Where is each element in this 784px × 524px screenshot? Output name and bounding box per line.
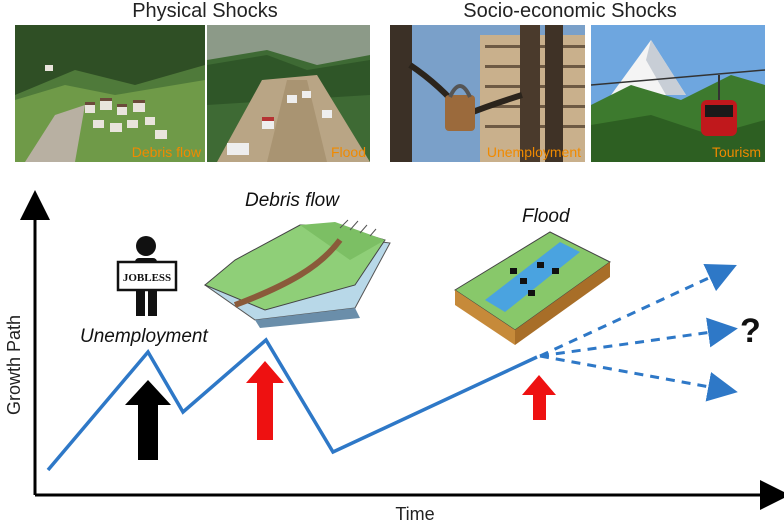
photo-caption: Tourism [711,144,761,160]
jobless-sign-text: JOBLESS [123,272,171,284]
tourism-photo: Tourism [591,25,765,162]
jobless-person-icon: JOBLESS [116,236,178,316]
chained-gate-photo-icon [390,25,585,162]
cable-car-mountain-photo-icon [591,25,765,162]
time-axis-label: Time [395,504,434,524]
question-mark: ? [740,312,761,350]
debris-flow-photo: Debris flow [15,25,205,162]
photo-caption: Unemployment [486,144,581,160]
debris-flow-shock-arrow [246,361,284,440]
debris-flow-label: Debris flow [245,190,340,211]
growth-path-line [46,337,538,472]
physical-shocks-heading: Physical Shocks [132,0,278,22]
future-path-up [539,263,737,358]
photo-caption: Flood [330,144,366,160]
unemployment-shock-arrow [125,380,171,460]
debris-flow-terrain-icon [204,219,391,328]
unemployment-photo: Unemployment [390,25,585,162]
future-path-flat [539,317,738,358]
socio-economic-shocks-heading: Socio-economic Shocks [463,0,677,22]
flood-label: Flood [522,206,571,227]
future-paths [539,263,738,402]
unemployment-label: Unemployment [80,326,208,347]
future-path-down [539,354,738,402]
flood-photo: Flood [207,25,370,162]
photo-caption: Debris flow [131,144,201,160]
flood-terrain-icon [454,231,611,345]
growth-path-axis-label: Growth Path [4,315,24,415]
flooded-valley-photo-icon [207,25,370,162]
flood-shock-arrow [522,375,556,420]
village-valley-photo-icon [15,25,205,162]
